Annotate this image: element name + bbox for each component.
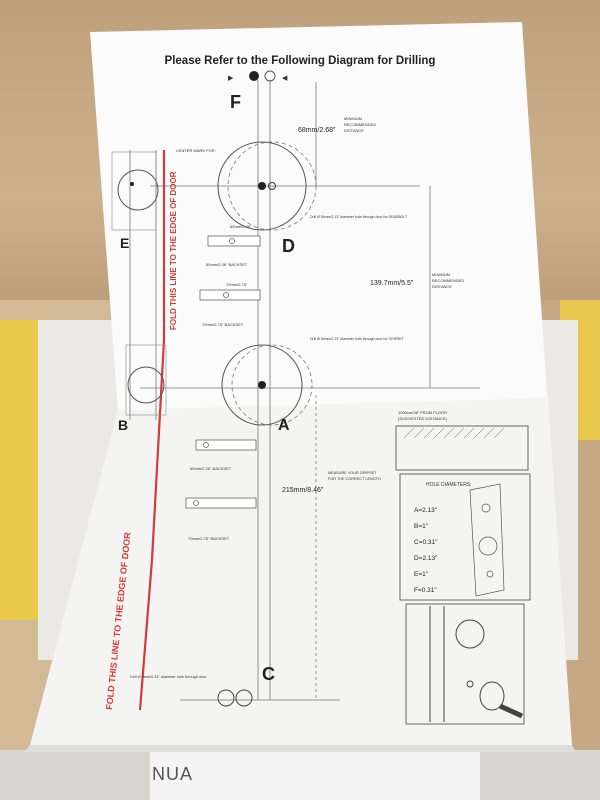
min-label-2: RECOMMENDED — [344, 122, 376, 127]
sheet-lower-panel — [30, 398, 572, 745]
drill-icon-left: ▶ — [228, 75, 234, 82]
floor-note-2: (SUGGESTED DISTANCE) — [398, 416, 447, 421]
drill-note-c: Drill Ø 8mm/0.31" diameter hole through … — [130, 675, 207, 679]
hole-diameters-box — [399, 473, 531, 601]
hole-d-circle-alt — [227, 141, 317, 231]
hole-e-size: E=1" — [414, 571, 429, 578]
hole-b-frame — [125, 344, 167, 416]
latch-60-label: 60mm/2.36" — [230, 224, 252, 229]
drill-note-d: Drill Ø 54mm/2.13" diameter hole through… — [310, 215, 408, 219]
letter-b: B — [118, 417, 128, 433]
hole-f-mark — [249, 71, 259, 81]
backset-60-upper: 60mm/2.36" BACKSET — [206, 262, 248, 267]
floor-note-1: 1000cm/36" FROM FLOOR — [398, 410, 447, 415]
manual-booklet — [150, 752, 480, 800]
latch-70-upper — [199, 289, 261, 301]
hole-d-center-alt — [268, 182, 276, 190]
fold-label-upper: FOLD THIS LINE TO THE EDGE OF DOOR — [169, 171, 178, 330]
hole-f-mark-alt — [264, 70, 276, 82]
hole-f-size: F=0.31" — [414, 587, 437, 594]
hole-c-circle-alt — [235, 689, 253, 707]
latch-60-lower — [195, 439, 257, 451]
min-label-mid-2: RECOMMENDED — [432, 278, 464, 283]
center-mark-label: CENTER MARK FOR: — [176, 148, 216, 153]
latch-60-upper — [207, 235, 261, 247]
hole-a-circle — [221, 344, 303, 426]
door-height-hatch — [403, 427, 505, 439]
hole-d-center — [258, 182, 266, 190]
hole-c-size: C=0.31" — [414, 539, 438, 546]
letter-f: F — [230, 92, 241, 112]
dim-mid: 139.7mm/5.5" — [370, 280, 414, 287]
dim-min-top: 68mm/2.68" — [298, 127, 336, 134]
backset-70-upper: 70mm/2.75" BACKSET — [202, 322, 244, 327]
dim-low: 215mm/8.46" — [282, 487, 324, 494]
letter-c: C — [262, 664, 275, 684]
door-height-box — [395, 425, 529, 471]
hole-a-circle-alt — [231, 344, 313, 426]
min-label-1: MINIMUM — [344, 116, 362, 121]
hole-e-frame — [111, 151, 157, 231]
hole-a-size: A=2.13" — [414, 507, 438, 514]
letter-d: D — [282, 236, 295, 256]
door-edge-sketch — [469, 483, 505, 597]
install-sketch-box — [405, 603, 525, 725]
hole-d-circle — [217, 141, 307, 231]
manual-cover-text: NUA — [152, 764, 194, 784]
hole-e-circle — [117, 169, 159, 211]
measure-line-2: FOR THE CORRECT LENGTH — [328, 477, 381, 481]
install-sketch — [429, 606, 524, 722]
letter-a: A — [278, 417, 290, 434]
hole-b-circle — [127, 366, 165, 404]
drill-icon-right: ◀ — [282, 75, 288, 82]
min-label-mid-3: DISTANCE — [432, 284, 452, 289]
backset-60-lower: 60mm/2.36" BACKSET — [190, 466, 232, 471]
backset-70-lower: 70mm/2.75" BACKSET — [188, 536, 230, 541]
sheet-upper-panel — [90, 22, 548, 410]
hole-c-circle — [217, 689, 235, 707]
drill-note-a: Drill Ø 54mm/2.13" diameter hole through… — [310, 337, 405, 341]
page-title: Please Refer to the Following Diagram fo… — [165, 55, 436, 67]
sheet-edge — [24, 745, 576, 752]
min-label-mid-1: MINIMUM — [432, 272, 450, 277]
hole-d-size: D=2.13" — [414, 555, 438, 562]
latch-70-label: 70mm/2.75" — [226, 282, 248, 287]
hole-diameters-title: HOLE DIAMETERS: — [426, 482, 472, 488]
hole-e-center — [130, 182, 134, 186]
latch-70-lower — [185, 497, 257, 509]
hole-a-center — [258, 381, 266, 389]
letter-e: E — [120, 235, 129, 251]
measure-line-1: MEASURE YOUR GRIPSET — [328, 471, 377, 475]
hole-b-size: B=1" — [414, 523, 429, 530]
min-label-3: DISTANCE — [344, 128, 364, 133]
